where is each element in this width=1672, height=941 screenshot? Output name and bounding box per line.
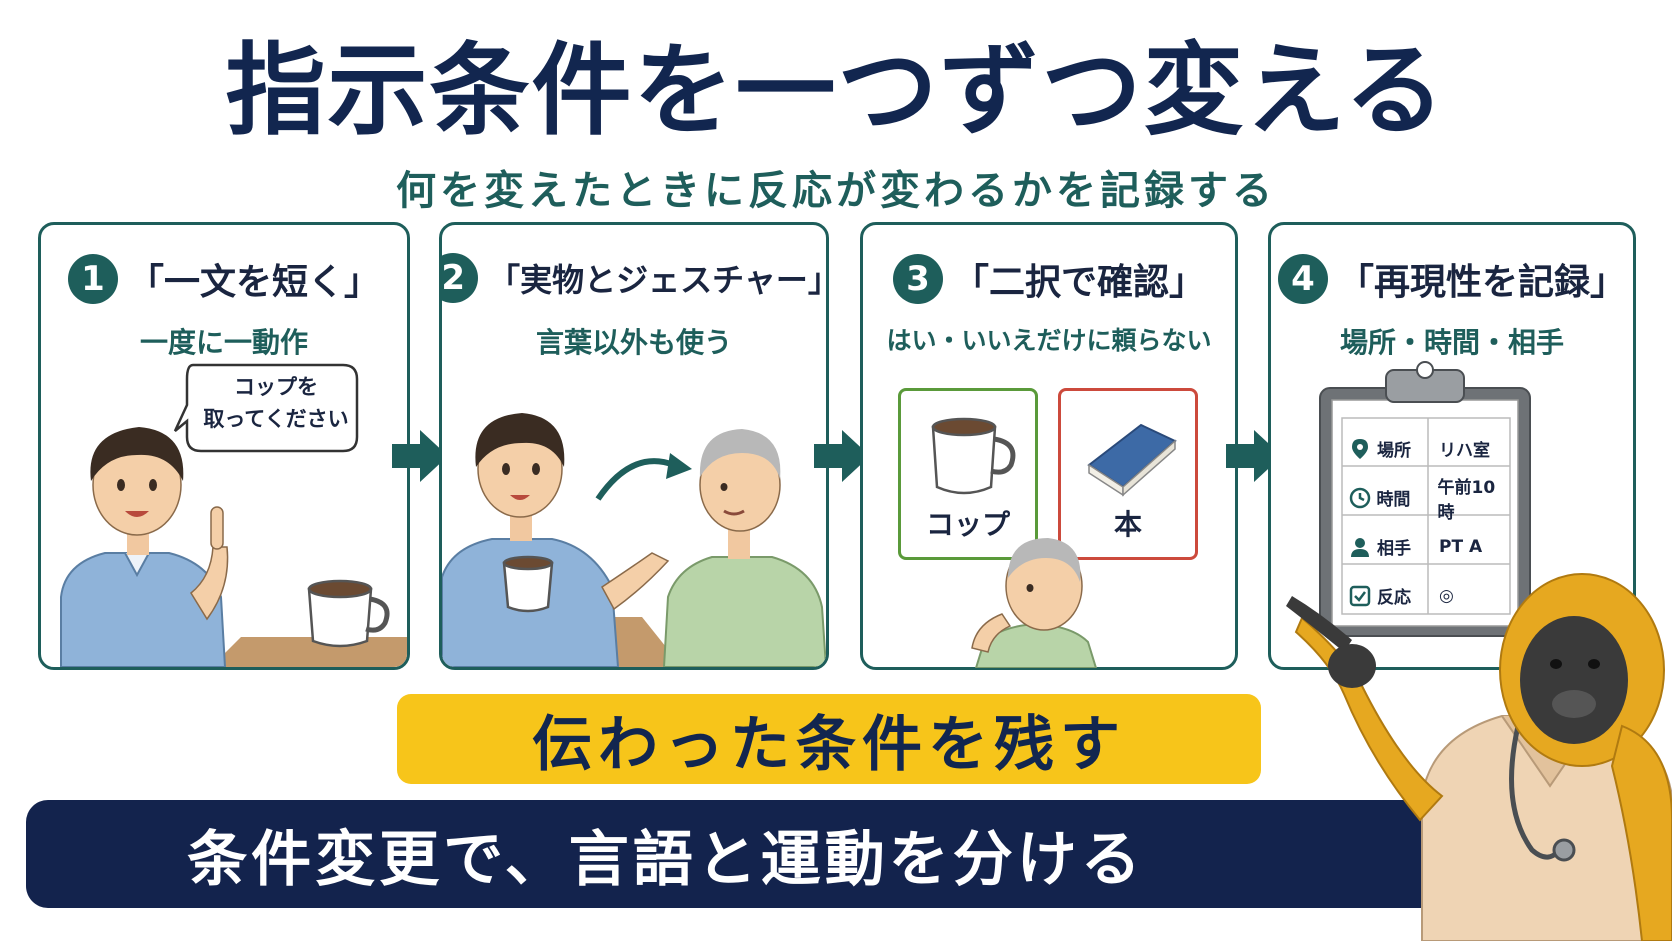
record-row-response: 反応 ◎ — [1343, 571, 1511, 620]
card-title: 「再現性を記録」 — [1337, 262, 1626, 303]
conclusion-banner — [26, 800, 1466, 908]
checkbox-icon — [1343, 585, 1377, 607]
therapist-figure — [60, 427, 229, 667]
choice-label-book: 本 — [1113, 508, 1142, 541]
card-title: 「二択で確認」 — [952, 262, 1205, 303]
clock-icon — [1343, 487, 1376, 509]
therapist-figure — [442, 413, 670, 667]
elderly-patient-figure — [662, 429, 826, 667]
step-number: 4 — [1277, 254, 1328, 304]
card-title: 「実物とジェスチャー」 — [488, 261, 829, 299]
step-card-2: 2 「実物とジェスチャー」 言葉以外も使う — [439, 222, 829, 670]
speech-bubble — [173, 363, 359, 453]
card-title: 「一文を短く」 — [127, 262, 380, 303]
next-arrow-icon — [392, 430, 448, 482]
elderly-patient-thinking-illustration — [971, 538, 1098, 668]
coffee-cup-icon — [931, 417, 1016, 495]
coffee-cup-icon — [502, 555, 554, 613]
card-header: 4 「再現性を記録」 — [1271, 253, 1633, 305]
card-subtitle: 言葉以外も使う — [535, 326, 732, 359]
book-icon — [1087, 423, 1177, 497]
gorilla-doctor-mascot — [1286, 573, 1672, 941]
page-subtitle: 何を変えたときに反応が変わるかを記録する — [396, 168, 1276, 214]
step-number: 2 — [442, 253, 479, 303]
next-arrow-icon — [814, 430, 870, 482]
record-row-time: 時間 午前10時 — [1343, 473, 1511, 523]
card-header: 1 「一文を短く」 — [41, 253, 407, 305]
therapist-speaking-illustration — [60, 427, 407, 667]
location-pin-icon — [1343, 438, 1377, 460]
choice-card-cup: コップ — [898, 388, 1038, 560]
record-row-partner: 相手 PT A — [1343, 522, 1511, 571]
highlight-banner: 伝わった条件を残す — [397, 694, 1261, 784]
step-number: 1 — [67, 254, 118, 304]
step-number: 3 — [892, 254, 943, 304]
coffee-cup-icon — [307, 579, 390, 648]
choice-label-cup: コップ — [925, 508, 1010, 541]
step-card-1: 1 「一文を短く」 一度に一動作 コップを — [38, 222, 410, 670]
card-subtitle: 場所・時間・相手 — [1339, 326, 1564, 359]
clipboard-icon — [1319, 361, 1531, 637]
speech-bubble-text: コップを 取ってください — [203, 375, 349, 431]
card-subtitle: 一度に一動作 — [139, 326, 308, 359]
page-title: 指示条件を一つずつ変える — [225, 32, 1447, 149]
gesture-demonstration-illustration — [442, 413, 826, 667]
record-row-place: 場所 リハ室 — [1343, 424, 1511, 473]
card-subtitle: はい・いいえだけに頼らない — [886, 326, 1212, 355]
card-header: 2 「実物とジェスチャー」 — [442, 253, 826, 303]
choice-card-book: 本 — [1058, 388, 1198, 560]
card-header: 3 「二択で確認」 — [863, 253, 1235, 305]
conclusion-text: 条件変更で、言語と運動を分ける — [187, 824, 1145, 895]
person-icon — [1343, 536, 1377, 558]
